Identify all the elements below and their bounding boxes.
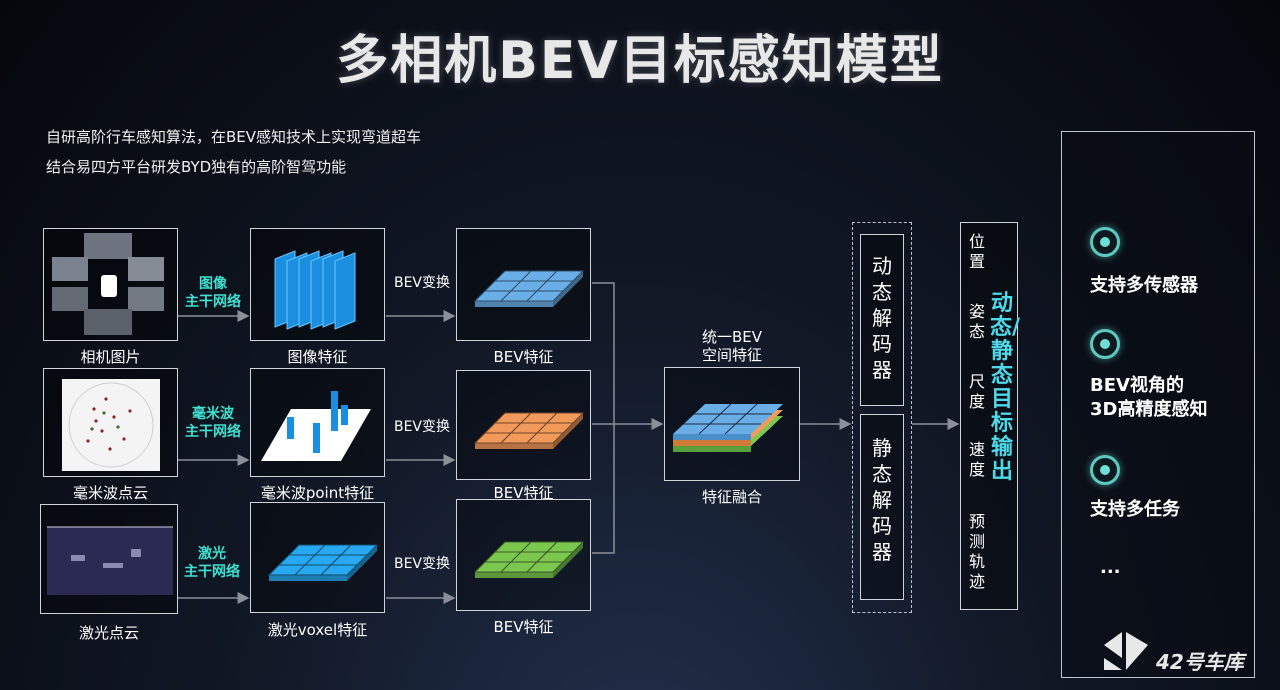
capability-more: ... [1100,557,1121,578]
radar-backbone-label: 毫米波 主干网络 [185,406,241,440]
bullet-icon [1090,329,1120,359]
camera-caption: 相机图片 [80,348,141,366]
bev-feature-box-3 [456,499,591,611]
camera-image-box [43,228,178,341]
radar-feature-caption: 毫米波point特征 [260,484,375,502]
bev-caption-3: BEV特征 [493,618,554,636]
bev-grid-orange-icon [473,412,585,449]
capabilities-panel [1061,131,1255,678]
page-title: 多相机BEV目标感知模型 [336,31,944,91]
lidar-caption: 激光点云 [78,624,139,642]
output-pose: 姿态 [968,302,985,341]
lidar-feature-caption: 激光voxel特征 [267,621,368,639]
bev-feature-box-2 [456,370,591,480]
dynamic-decoder-label: 动态解码器 [872,254,892,382]
bev-caption-1: BEV特征 [493,348,554,366]
watermark-text: 42号车库 [1156,650,1244,674]
output-velocity: 速度 [968,440,985,479]
radar-caption: 毫米波点云 [72,484,148,502]
static-decoder-box: 静态解码器 [860,414,904,600]
image-backbone-label: 图像 主干网络 [185,276,241,310]
radar-point-feature-icon [261,391,371,461]
bullet-icon [1090,227,1120,257]
bev-grid-blue-icon [473,270,585,307]
lidar-backbone-label: 激光 主干网络 [184,546,240,580]
static-decoder-label: 静态解码器 [872,436,892,564]
bev-caption-2: BEV特征 [493,484,554,502]
decoders-group [852,222,912,613]
fusion-box [664,367,800,481]
bev-grid-green-icon [473,541,585,578]
outputs-box [960,222,1018,610]
lidar-voxel-feature-icon [267,544,379,581]
lidar-image-box [40,504,178,614]
capability-multisensor: 支持多传感器 [1090,275,1198,296]
lidar-feature-box [250,502,385,613]
bev-transform-label-2: BEV变换 [393,419,451,435]
output-position: 位置 [968,232,985,271]
radar-pointcloud-icon [62,379,160,471]
radar-feature-box [250,368,385,477]
image-feature-icon [274,250,356,330]
bullet-icon [1090,455,1120,485]
bev-feature-box-1 [456,228,591,341]
image-feature-box [250,228,385,341]
capability-3d-perception: BEV视角的 3D高精度感知 [1090,375,1208,420]
intro-line-1: 自研高阶行车感知算法，在BEV感知技术上实现弯道超车 [46,128,422,146]
output-trajectory: 预测轨迹 [968,512,985,591]
intro-line-2: 结合易四方平台研发BYD独有的高阶智驾功能 [46,158,347,176]
lidar-pointcloud-icon [47,526,173,595]
bev-transform-label-1: BEV变换 [393,275,451,291]
output-scale: 尺度 [968,372,985,411]
fusion-bottom-caption: 特征融合 [701,488,762,506]
bev-transform-label-3: BEV变换 [393,556,451,572]
dynamic-decoder-box: 动态解码器 [860,234,904,406]
fused-bev-stack-icon [673,403,783,452]
radar-image-box [43,368,178,477]
capability-multitask: 支持多任务 [1090,499,1180,520]
fusion-top-caption: 统一BEV 空间特征 [701,328,763,364]
camera-images-icon [52,233,164,335]
image-feature-caption: 图像特征 [287,348,348,366]
target-output-highlight: 动态/静态目标输出 [990,291,1021,484]
